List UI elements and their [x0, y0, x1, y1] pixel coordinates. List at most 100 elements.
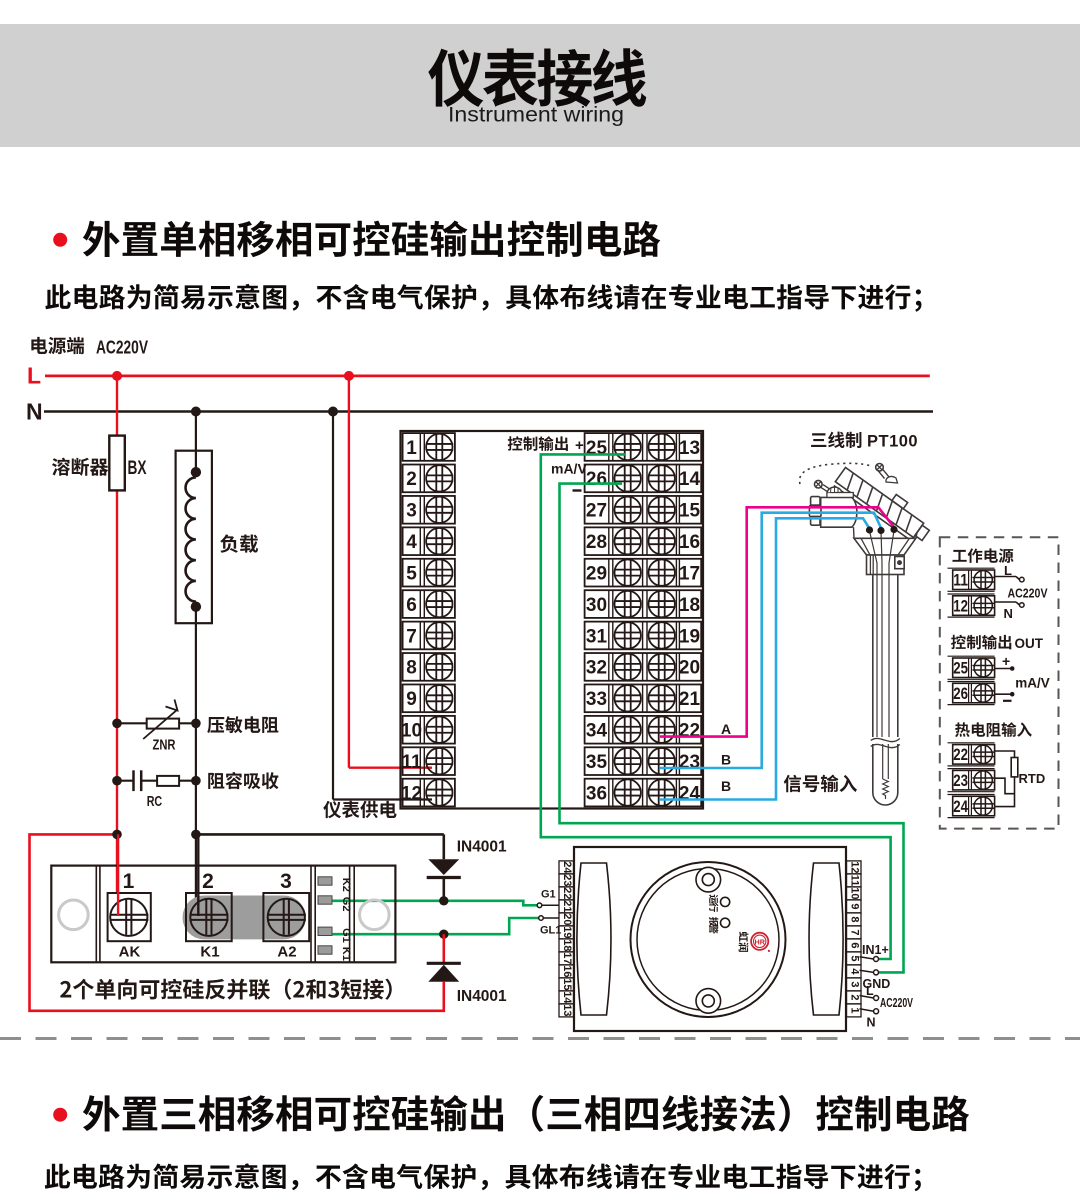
svg-text:mA/V: mA/V	[551, 461, 587, 477]
svg-text:2: 2	[848, 994, 860, 1000]
svg-text:BX: BX	[128, 458, 147, 479]
svg-text:RTD: RTD	[1019, 771, 1046, 786]
svg-text:8: 8	[848, 916, 860, 922]
svg-text:AC220V: AC220V	[96, 338, 148, 358]
svg-text:13: 13	[679, 438, 700, 459]
svg-text:11: 11	[401, 752, 422, 773]
svg-text:IN4001: IN4001	[457, 988, 507, 1005]
svg-text:17: 17	[561, 952, 573, 964]
svg-text:25: 25	[953, 660, 968, 678]
svg-text:15: 15	[679, 501, 701, 522]
svg-text:14: 14	[561, 991, 573, 1004]
svg-text:7: 7	[848, 929, 860, 935]
svg-text:HR: HR	[755, 937, 766, 946]
svg-text:7: 7	[406, 626, 417, 647]
svg-text:B: B	[721, 752, 731, 768]
svg-text:20: 20	[561, 913, 573, 925]
svg-text:27: 27	[586, 501, 607, 522]
svg-text:10: 10	[848, 887, 860, 899]
svg-text:29: 29	[586, 563, 607, 584]
svg-text:16: 16	[679, 532, 700, 553]
svg-text:23: 23	[953, 772, 968, 790]
svg-text:10: 10	[401, 721, 422, 742]
svg-text:1: 1	[406, 438, 417, 459]
svg-text:L: L	[27, 363, 41, 389]
svg-text:23: 23	[679, 752, 700, 773]
svg-text:GND: GND	[863, 977, 891, 991]
svg-text:34: 34	[586, 721, 608, 742]
svg-text:22: 22	[953, 746, 968, 764]
svg-text:+: +	[575, 437, 584, 454]
svg-text:30: 30	[586, 595, 607, 616]
svg-text:IN4001: IN4001	[457, 839, 507, 856]
svg-text:24: 24	[953, 798, 968, 816]
svg-text:2: 2	[406, 469, 417, 490]
svg-text:L: L	[1004, 563, 1012, 578]
svg-text:5: 5	[848, 955, 860, 961]
svg-text:K1: K1	[340, 947, 352, 961]
svg-text:3: 3	[280, 870, 292, 893]
svg-text:8: 8	[406, 658, 417, 679]
svg-text:12: 12	[953, 597, 968, 615]
svg-text:24: 24	[561, 861, 573, 874]
svg-text:IN1+: IN1+	[862, 943, 889, 957]
svg-text:19: 19	[561, 926, 573, 938]
svg-text:23: 23	[561, 874, 573, 886]
svg-text:28: 28	[586, 532, 607, 553]
svg-text:5: 5	[406, 563, 417, 584]
svg-text:36: 36	[586, 783, 607, 804]
svg-text:9: 9	[406, 689, 417, 710]
svg-text:26: 26	[953, 685, 968, 703]
svg-text:2: 2	[202, 870, 214, 893]
svg-text:11: 11	[953, 572, 968, 590]
svg-text:31: 31	[586, 626, 608, 647]
svg-text:35: 35	[586, 752, 608, 773]
svg-text:6: 6	[406, 595, 417, 616]
svg-text:AK: AK	[119, 944, 141, 961]
svg-text:A2: A2	[277, 944, 296, 961]
svg-text:22: 22	[561, 887, 573, 899]
svg-text:4: 4	[406, 532, 417, 553]
svg-text:12: 12	[848, 861, 860, 873]
svg-text:GL1: GL1	[540, 925, 561, 937]
svg-text:21: 21	[679, 689, 701, 710]
svg-text:OUT: OUT	[1015, 636, 1044, 651]
svg-text:A: A	[721, 721, 731, 737]
svg-text:18: 18	[679, 595, 700, 616]
svg-text:22: 22	[679, 721, 700, 742]
svg-text:G1: G1	[340, 928, 352, 943]
svg-text:13: 13	[561, 1004, 573, 1016]
svg-text:14: 14	[679, 469, 701, 490]
svg-text:15: 15	[561, 978, 573, 990]
svg-text:Instrument wiring: Instrument wiring	[448, 103, 624, 127]
svg-text:mA/V: mA/V	[1015, 676, 1050, 691]
svg-text:+: +	[1002, 653, 1010, 669]
svg-text:RC: RC	[147, 794, 163, 810]
svg-text:26: 26	[586, 469, 607, 490]
svg-text:AC220V: AC220V	[1008, 587, 1049, 601]
svg-text:20: 20	[679, 658, 700, 679]
svg-text:19: 19	[679, 626, 700, 647]
svg-text:16: 16	[561, 965, 573, 977]
svg-text:18: 18	[561, 939, 573, 951]
svg-text:N: N	[26, 399, 43, 425]
svg-text:K1: K1	[200, 944, 219, 961]
svg-text:L: L	[866, 984, 874, 998]
svg-text:B: B	[721, 778, 731, 794]
svg-text:ZNR: ZNR	[153, 738, 176, 754]
svg-text:G1: G1	[541, 889, 556, 901]
svg-text:33: 33	[586, 689, 607, 710]
svg-text:G2: G2	[340, 897, 352, 912]
svg-text:1: 1	[123, 870, 135, 893]
svg-text:24: 24	[679, 783, 701, 804]
svg-text:6: 6	[848, 942, 860, 948]
svg-text:4: 4	[848, 968, 860, 975]
svg-text:3: 3	[848, 981, 860, 987]
svg-text:1: 1	[848, 1007, 860, 1013]
svg-text:PT100: PT100	[867, 433, 918, 451]
svg-text:AC220V: AC220V	[880, 996, 913, 1010]
svg-text:17: 17	[679, 563, 700, 584]
svg-text:21: 21	[561, 900, 573, 912]
svg-text:K2: K2	[340, 878, 352, 892]
svg-text:3: 3	[406, 501, 417, 522]
